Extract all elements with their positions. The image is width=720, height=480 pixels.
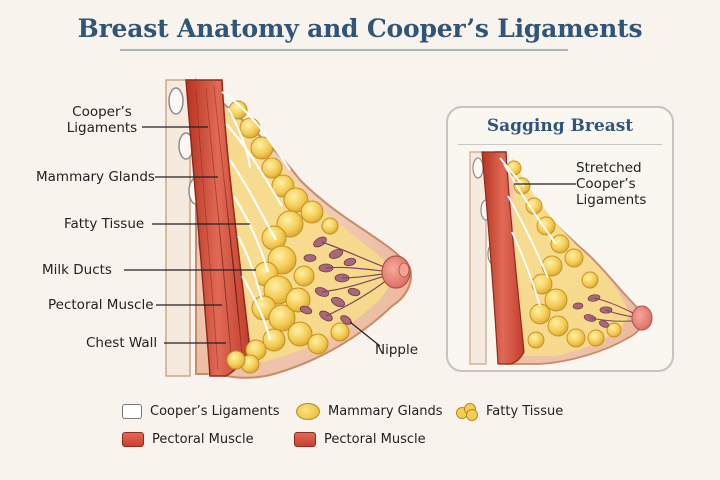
legend-item-pectoral-muscle-2: Pectoral Muscle [294,432,426,447]
inset-title: Sagging Breast [486,116,634,136]
fat-lobules [226,100,350,374]
muscle-swatch-icon [294,432,316,447]
label-coopers-ligaments: Cooper’s Ligaments [60,104,144,136]
label-stretched-line2: Cooper’s [576,176,636,192]
fat-swatch-icon [456,403,478,421]
legend-item-mammary-glands: Mammary Glands [296,403,443,420]
muscle-swatch-icon [122,432,144,447]
main-breast-illustration [165,77,412,379]
label-coopers-line2: Ligaments [66,120,138,136]
inset-title-underline [458,144,662,145]
label-nipple: Nipple [375,342,419,358]
chest-wall [165,79,191,377]
label-chest-wall: Chest Wall [86,335,158,351]
inset-fat-lobules [506,160,622,349]
legend-item-fatty-tissue: Fatty Tissue [456,403,564,421]
legend-label: Pectoral Muscle [152,432,254,447]
legend-label: Fatty Tissue [486,403,564,419]
inset-nipple [631,305,653,331]
page-title: Breast Anatomy and Cooper’s Ligaments [77,14,643,43]
label-mammary-glands: Mammary Glands [36,169,155,185]
legend-label: Cooper’s Ligaments [150,404,280,419]
white-swatch-icon [122,404,142,419]
legend-item-coopers-ligaments: Cooper’s Ligaments [122,404,279,419]
leader-lines [124,126,381,347]
coopers-ligaments [221,91,291,341]
label-milk-ducts: Milk Ducts [42,262,112,278]
label-fatty-tissue: Fatty Tissue [64,216,145,232]
legend-label: Pectoral Muscle [324,432,426,447]
title-underline [120,49,568,51]
legend-item-pectoral-muscle-1: Pectoral Muscle [122,432,254,447]
sagging-breast-illustration [469,151,653,365]
inset-chest-wall [469,151,487,365]
gland-swatch-icon [296,403,320,420]
label-pectoral-muscle: Pectoral Muscle [48,297,154,313]
label-stretched-line3: Ligaments [576,192,647,208]
inset-pectoral-muscle [481,151,525,365]
label-stretched-line1: Stretched [576,160,642,176]
label-coopers-line1: Cooper’s [72,104,132,120]
label-stretched-coopers-ligaments: Stretched Cooper’s Ligaments [576,160,656,208]
legend-label: Mammary Glands [328,404,443,419]
inset-gland-lobules [572,294,613,328]
